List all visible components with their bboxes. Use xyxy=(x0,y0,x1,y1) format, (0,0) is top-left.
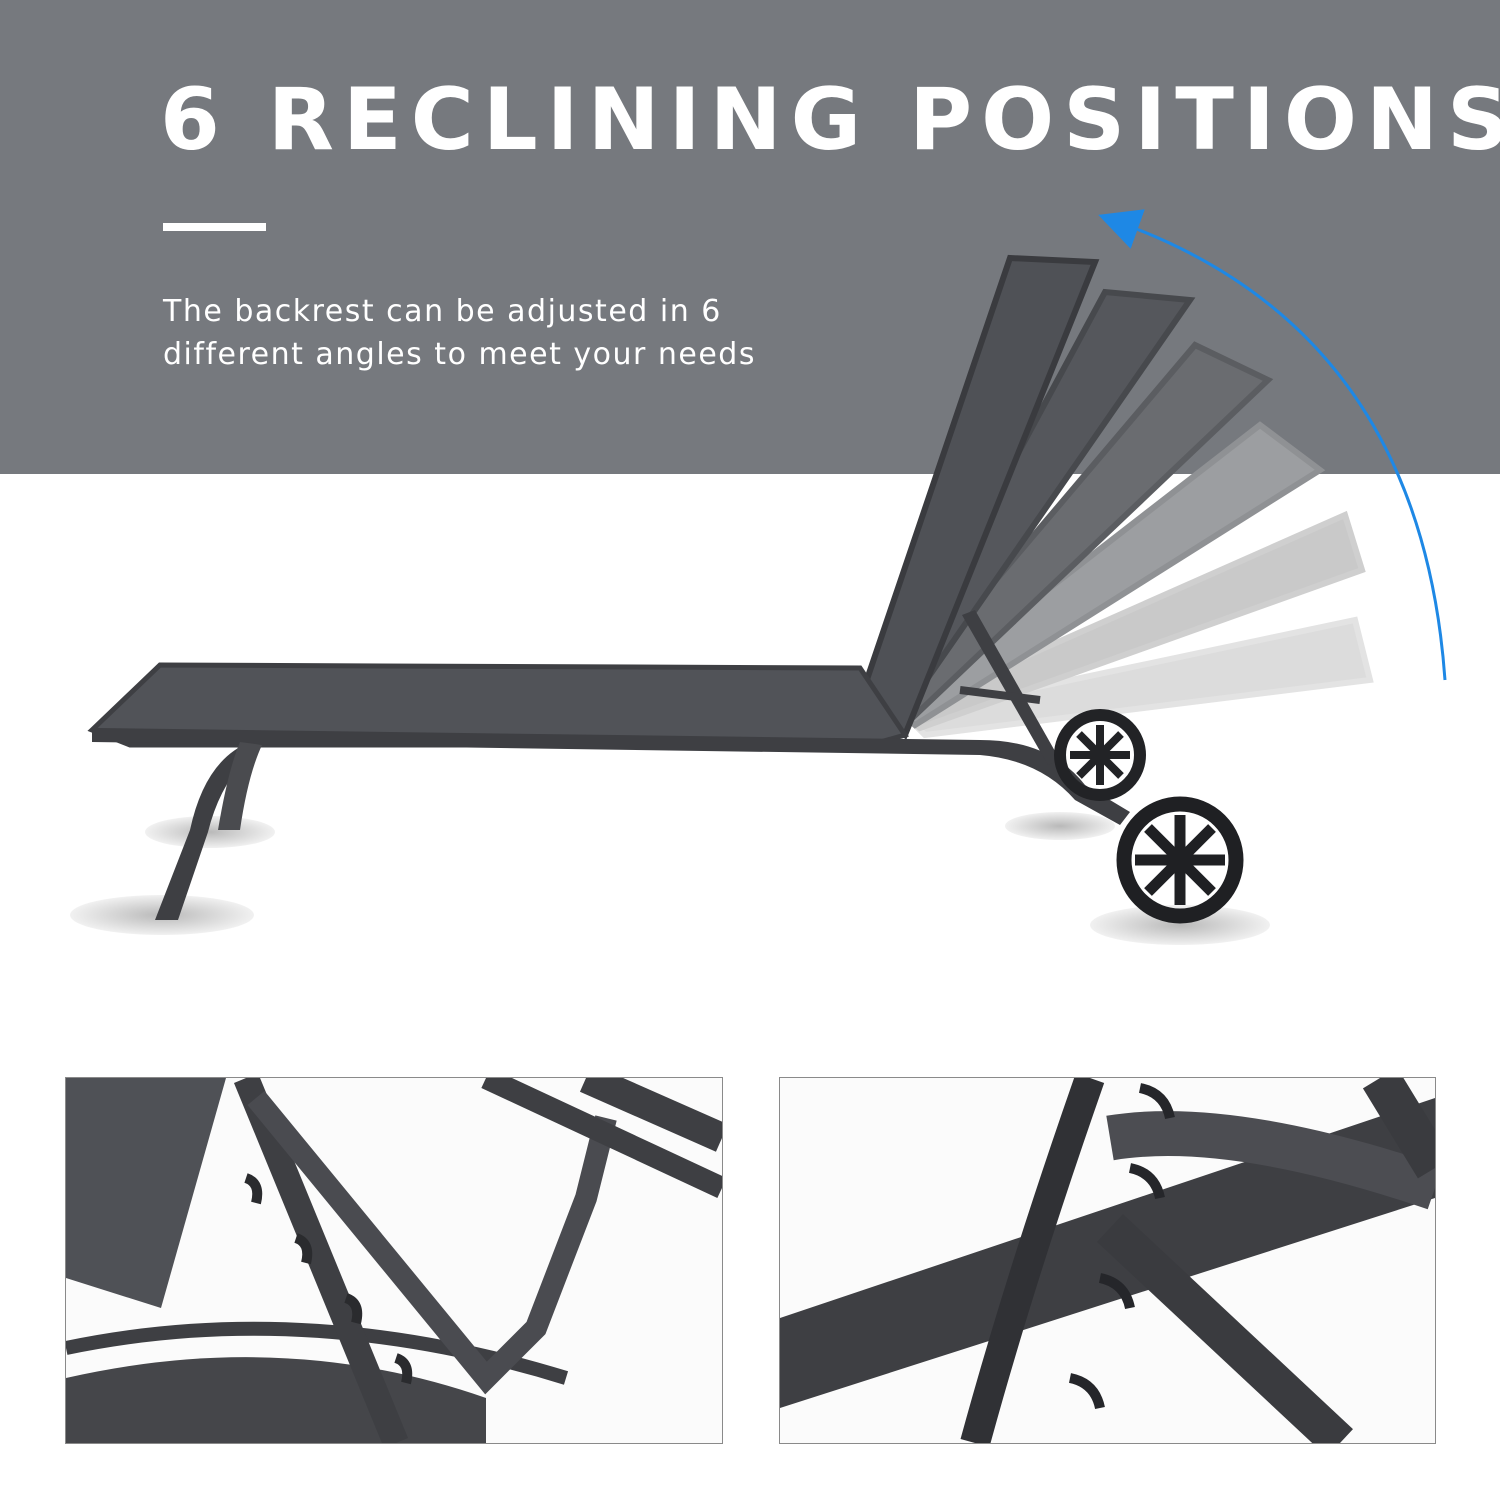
seat xyxy=(87,662,909,748)
side-rail xyxy=(92,728,1130,825)
brace-bar xyxy=(959,686,1041,704)
recline-arrow xyxy=(1098,209,1447,681)
detail-photo-left xyxy=(65,1077,723,1444)
description-line-2: different angles to meet your needs xyxy=(163,337,756,372)
wheel-shadow-rear xyxy=(1005,812,1115,840)
description: The backrest can be adjusted in 6 differ… xyxy=(163,290,863,376)
wheel-shadow-front xyxy=(1090,905,1270,945)
leg-shadow-back xyxy=(145,816,275,848)
wheel-front xyxy=(1116,796,1244,924)
detail-photo-right xyxy=(779,1077,1436,1444)
lounger-illustration xyxy=(70,209,1447,945)
divider-rule xyxy=(163,223,266,231)
wheel-rear xyxy=(1054,709,1146,801)
front-leg xyxy=(155,742,262,920)
description-line-1: The backrest can be adjusted in 6 xyxy=(163,294,722,329)
headline: 6 RECLINING POSITIONS xyxy=(160,70,1500,170)
recline-brace xyxy=(962,610,1060,765)
back-leg xyxy=(218,742,262,830)
